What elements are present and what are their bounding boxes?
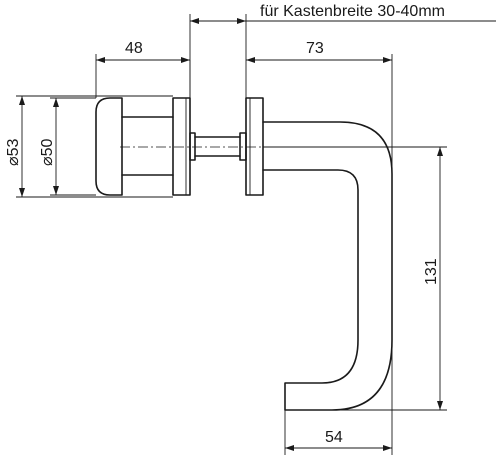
dimension-box-width: für Kastenbreite 30-40mm (189, 3, 496, 98)
label-131: 131 (423, 258, 440, 285)
dimension-131: 131 (263, 146, 447, 411)
label-54: 54 (325, 429, 343, 446)
label-diameter-53: ⌀53 (5, 138, 22, 166)
label-diameter-50: ⌀50 (39, 138, 56, 166)
right-rosette (245, 97, 264, 196)
lever-handle (262, 121, 393, 411)
dimension-diameter-53: ⌀53 (5, 95, 173, 198)
spindle (189, 132, 247, 161)
dimension-73: 73 (246, 40, 393, 174)
dimension-48: 48 (95, 40, 191, 98)
dimension-54: 54 (284, 340, 393, 455)
label-73: 73 (306, 40, 324, 57)
label-48: 48 (125, 40, 143, 57)
dimension-diameter-50: ⌀50 (39, 97, 96, 196)
caption-box-width: für Kastenbreite 30-40mm (260, 3, 445, 20)
knob-rosette (95, 97, 191, 196)
